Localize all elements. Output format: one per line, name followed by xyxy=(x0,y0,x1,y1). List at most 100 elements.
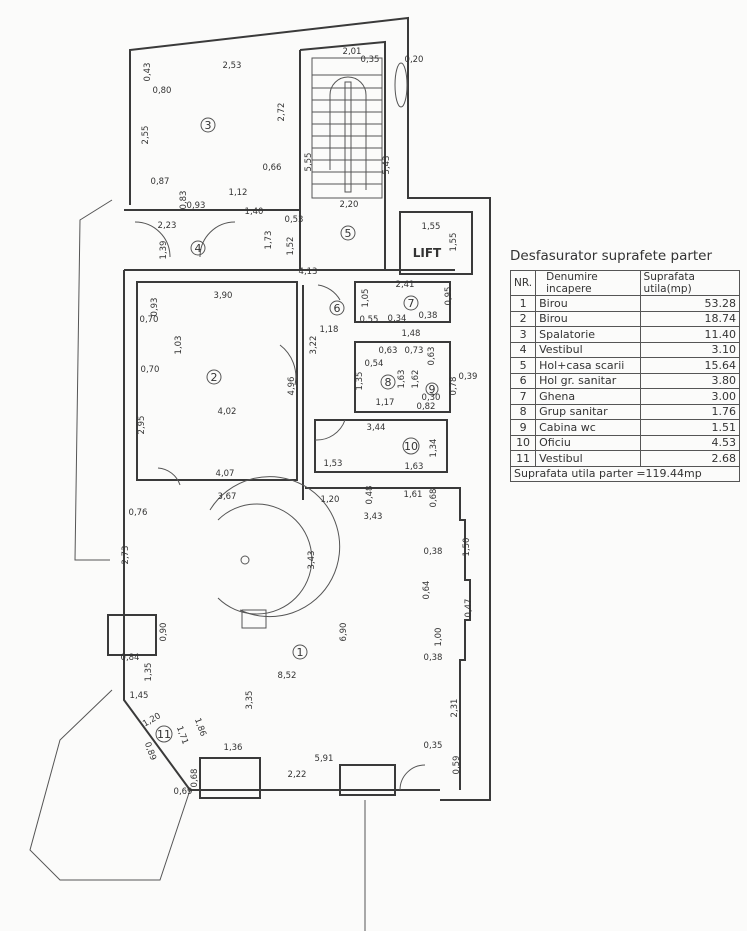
spiral-stair xyxy=(209,476,341,629)
dimension-label: 0,70 xyxy=(141,365,160,375)
dimension-label: 0,95 xyxy=(444,287,454,306)
dimension-label: 0,39 xyxy=(459,372,478,382)
cell-area: 53.28 xyxy=(639,295,741,312)
cell-nr: 10 xyxy=(509,434,537,451)
dimension-label: 0,63 xyxy=(427,347,437,366)
svg-text:8: 8 xyxy=(385,376,392,389)
dimension-label: 0,38 xyxy=(419,311,438,321)
cell-nr: 1 xyxy=(509,295,537,312)
dimension-label: 4,13 xyxy=(299,267,318,277)
dimension-label: 5,91 xyxy=(315,754,334,764)
dimension-label: 0,70 xyxy=(140,315,159,325)
dimension-label: 8,52 xyxy=(278,671,297,681)
dimension-label: 1,17 xyxy=(376,398,395,408)
dimension-label: 1,40 xyxy=(245,207,264,217)
dimension-label: 2,20 xyxy=(340,200,359,210)
cell-area: 3.00 xyxy=(639,388,741,405)
dimension-label: 1,48 xyxy=(402,329,421,339)
dimension-label: 1,63 xyxy=(397,370,407,389)
dimension-label: 3,67 xyxy=(218,492,237,502)
svg-text:6: 6 xyxy=(334,302,341,315)
dimension-label: 4,02 xyxy=(218,407,237,417)
cell-nr: 5 xyxy=(509,357,537,374)
dimension-label: 1,35 xyxy=(144,663,154,682)
dimension-label: 0,80 xyxy=(153,86,172,96)
dimension-label: 0,68 xyxy=(429,489,439,508)
dimension-label: 0,53 xyxy=(285,215,304,225)
dimension-label: 0,35 xyxy=(361,55,380,65)
dimension-label: 2,22 xyxy=(288,770,307,780)
dimension-label: 0,38 xyxy=(424,653,443,663)
room-number-9: 9 xyxy=(425,382,439,396)
dimension-label: 4,96 xyxy=(287,377,297,396)
dimension-label: 0,93 xyxy=(150,298,160,317)
dimension-label: 1,35 xyxy=(355,372,365,391)
dimension-label: 2,31 xyxy=(450,699,460,718)
dimension-label: 6,90 xyxy=(339,623,349,642)
dimension-label: 0,59 xyxy=(452,756,462,775)
dimension-label: 1,52 xyxy=(286,237,296,256)
dimension-label: 3,22 xyxy=(309,336,319,355)
dimension-label: 1,00 xyxy=(434,628,444,647)
cell-name: Ghena xyxy=(535,388,641,405)
dimension-label: 0,55 xyxy=(360,315,379,325)
dimension-label: 0,30 xyxy=(422,393,441,403)
header-name: Denumire incapere xyxy=(535,270,641,296)
svg-text:1: 1 xyxy=(297,646,304,659)
dimension-label: 0,38 xyxy=(424,547,443,557)
dimension-label: 1,45 xyxy=(130,691,149,701)
dimension-label: 1,36 xyxy=(224,743,243,753)
cell-name: Birou xyxy=(535,295,641,312)
cell-area: 11.40 xyxy=(639,326,741,343)
svg-text:7: 7 xyxy=(408,297,415,310)
room-number-6: 6 xyxy=(329,300,345,316)
cell-nr: 7 xyxy=(509,388,537,405)
dimension-label: 0,54 xyxy=(365,359,384,369)
cell-name: Birou xyxy=(535,310,641,327)
dimension-label: 0,34 xyxy=(388,314,407,324)
dimension-label: 1,18 xyxy=(320,325,339,335)
legend-title: Desfasurator suprafete parter xyxy=(510,248,713,264)
svg-text:10: 10 xyxy=(404,440,418,453)
cell-area: 15.64 xyxy=(639,357,741,374)
walls xyxy=(29,16,491,931)
dimension-label: 2,55 xyxy=(141,126,151,145)
room-number-3: 3 xyxy=(200,117,216,133)
area-legend: Desfasurator suprafete parter NR. Denumi… xyxy=(509,248,746,482)
dimension-label: 2,23 xyxy=(158,221,177,231)
svg-text:11: 11 xyxy=(157,728,171,741)
dimension-label: 0,43 xyxy=(143,63,153,82)
table-header: NR. Denumire incapere Suprafata utila(mp… xyxy=(509,270,741,296)
svg-text:9: 9 xyxy=(429,383,436,396)
dimension-label: 0,83 xyxy=(179,191,189,210)
dimension-label: 0,90 xyxy=(159,623,169,642)
dimension-label: 0,87 xyxy=(151,177,170,187)
cell-nr: 11 xyxy=(509,450,537,467)
room-number-5: 5 xyxy=(340,225,356,241)
dimension-label: 1,53 xyxy=(324,459,343,469)
dimension-label: 0,64 xyxy=(422,581,432,600)
dimension-label: 0,20 xyxy=(405,55,424,65)
dimension-label: 1,05 xyxy=(361,289,371,308)
dimension-label: 2,41 xyxy=(396,280,415,290)
room-number-11: 11 xyxy=(155,725,173,743)
room-number-10: 10 xyxy=(402,437,420,455)
dimension-label: 1,86 xyxy=(192,717,208,738)
cell-area: 1.51 xyxy=(639,419,741,436)
dimension-label: 3,43 xyxy=(364,512,383,522)
dimension-label: 2,53 xyxy=(223,61,242,71)
room-numbers: 1 2 3 4 5 6 7 8 9 10 11 xyxy=(155,117,439,743)
cell-name: Hol gr. sanitar xyxy=(535,372,641,389)
dimension-label: 1,73 xyxy=(264,231,274,250)
cell-nr: 8 xyxy=(509,403,537,420)
svg-text:3: 3 xyxy=(205,119,212,132)
cell-name: Spalatorie xyxy=(535,326,641,343)
cell-name: Vestibul xyxy=(535,341,641,358)
dimension-label: 5,55 xyxy=(304,153,314,172)
dimension-label: 5,43 xyxy=(382,156,392,175)
header-nr: NR. xyxy=(509,270,537,296)
